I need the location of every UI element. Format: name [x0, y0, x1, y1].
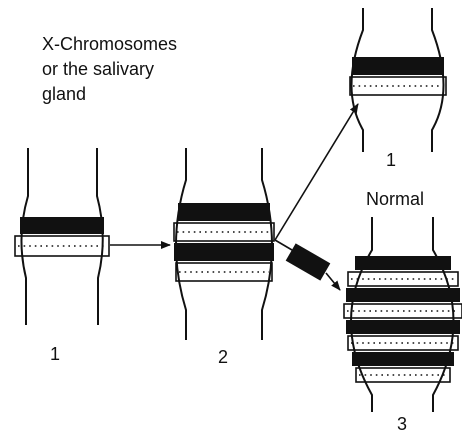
- chromosome-middle: [174, 148, 274, 340]
- label-top-right: 1: [386, 150, 396, 170]
- label-middle: 2: [218, 347, 228, 367]
- capsule-icon: [286, 243, 331, 280]
- chromosome-top-right: [350, 8, 446, 152]
- title-line-1: X-Chromosomes: [42, 34, 177, 54]
- label-left: 1: [50, 344, 60, 364]
- chromosome-left: [15, 148, 109, 325]
- arrow-icon: [275, 104, 358, 240]
- chromosome-bottom-right: [344, 217, 462, 412]
- title-line-3: gland: [42, 84, 86, 104]
- chromosome-bottom-right-dark-band-1: [355, 256, 451, 270]
- arrow-icon: [326, 273, 340, 290]
- label-bottom-right: 3: [397, 414, 407, 434]
- chromosome-bottom-right-dark-band-3: [346, 320, 460, 334]
- chromosome-left-dotted-band: [15, 236, 109, 256]
- title-line-2: or the salivary: [42, 59, 154, 79]
- arrow-icon: [275, 240, 292, 250]
- chromosome-middle-dark-band-2: [174, 243, 274, 261]
- chromosome-top-right-dark-band: [352, 57, 444, 75]
- chromosome-bottom-right-dark-band-2: [346, 288, 460, 302]
- chromosome-left-dark-band: [20, 217, 104, 234]
- chromosome-middle-dark-band-1: [178, 203, 270, 221]
- chromosome-bottom-right-dotted-band-4: [356, 368, 450, 382]
- label-normal: Normal: [366, 189, 424, 209]
- chromosome-bottom-right-dark-band-4: [352, 352, 454, 366]
